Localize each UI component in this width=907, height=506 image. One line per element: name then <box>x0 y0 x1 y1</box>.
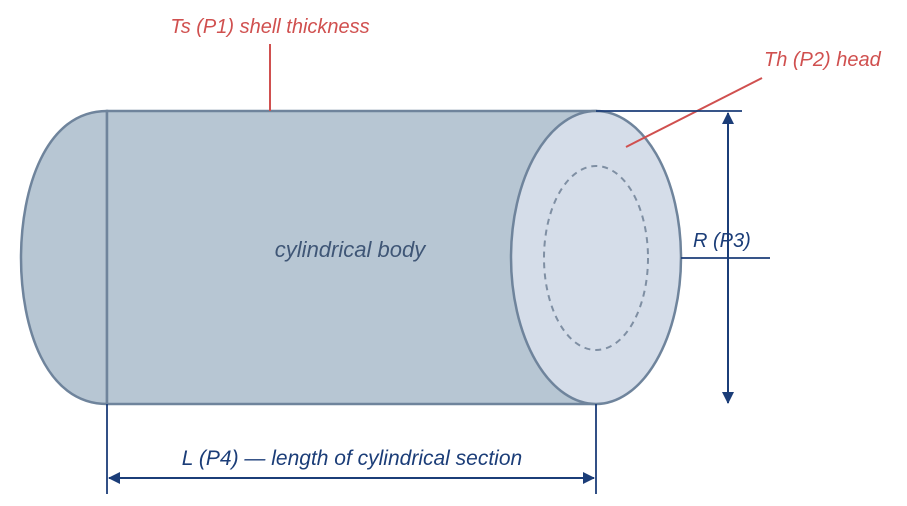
length-dimension: L (P4) — length of cylindrical section <box>106 404 597 494</box>
head-label: Th (P2) head <box>764 49 882 71</box>
head-leader <box>625 77 763 148</box>
body-label: cylindrical body <box>275 237 427 262</box>
radius-label: R (P3) <box>693 230 751 252</box>
vessel <box>19 109 683 406</box>
left-head <box>19 109 109 406</box>
inner-dashed-outline <box>543 165 649 351</box>
right-head-face <box>509 109 683 406</box>
length-label: L (P4) — length of cylindrical section <box>182 447 522 470</box>
shell-thickness-label: Ts (P1) shell thickness <box>170 16 369 38</box>
radius-dimension: R (P3) <box>596 110 770 404</box>
